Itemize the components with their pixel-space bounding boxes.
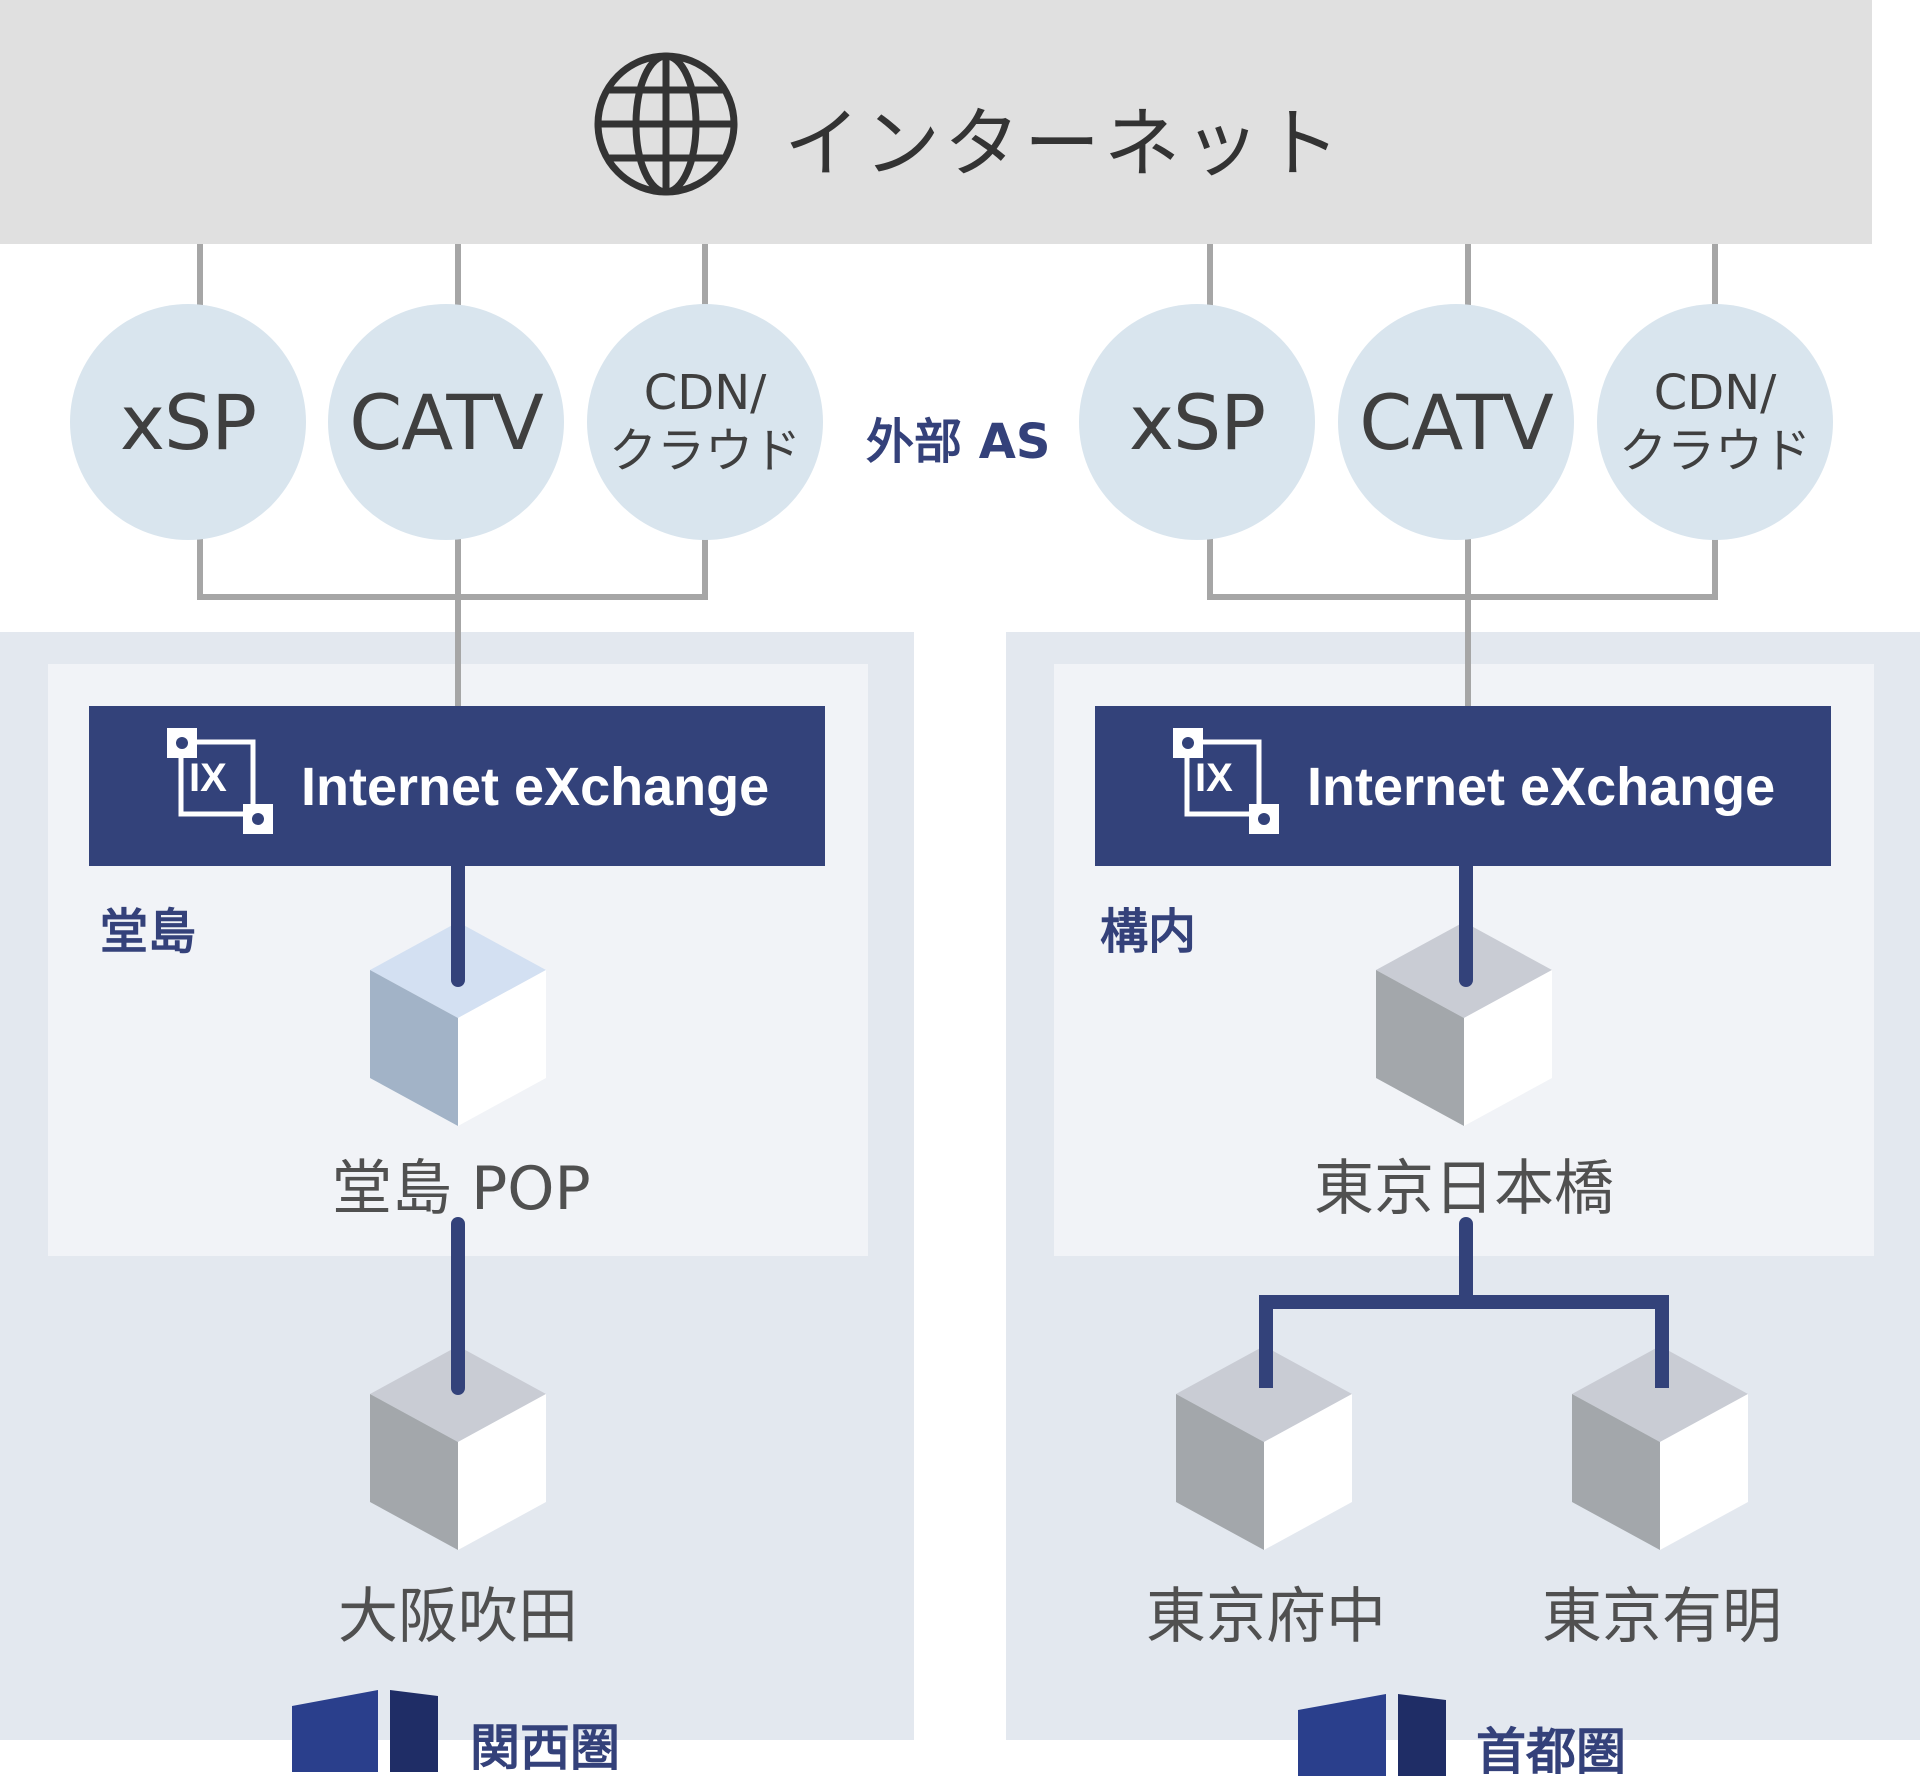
ix-bar-left: IX Internet eXchange [89, 706, 825, 866]
building-icon-shutoken [1298, 1694, 1446, 1776]
circle-label-cdn: CDN/ クラウド [587, 304, 823, 540]
circle-label-cdn: CDN/ クラウド [1597, 304, 1833, 540]
pop-label-dojima: 堂島 POP [332, 1154, 591, 1224]
pop-label-tokyo-nihonbashi: 東京日本橋 [1314, 1154, 1614, 1224]
ix-label: Internet eXchange [1307, 757, 1776, 817]
building-icon-kansai [292, 1690, 438, 1772]
circle-xsp-left: xSP [70, 304, 306, 540]
circle-label-cdn-line1: CDN/ [643, 365, 767, 421]
circle-catv-left: CATV [328, 304, 564, 540]
region-label-shutoken: 首都圏 [1476, 1723, 1626, 1781]
circle-cdn-right: CDN/ クラウド [1597, 304, 1833, 540]
external-as-label: 外部 AS [866, 414, 1051, 470]
ix-label: Internet eXchange [301, 757, 770, 817]
site-label-konai: 構内 [1100, 904, 1197, 960]
node-label-tokyo-ariake: 東京有明 [1542, 1582, 1782, 1652]
ix-logo-icon [167, 728, 273, 834]
ix-logo-text: IX [1195, 756, 1233, 800]
cube-tokyo-fuchu [1176, 1346, 1352, 1550]
ix-bar-right: IX Internet eXchange [1095, 706, 1831, 866]
circle-catv-right: CATV [1338, 304, 1574, 540]
site-label-dojima: 堂島 [100, 904, 197, 960]
cube-tokyo-ariake [1572, 1346, 1748, 1550]
circle-label-xsp: xSP [1128, 377, 1266, 467]
internet-band [0, 0, 1872, 244]
node-label-osaka-suita: 大阪吹田 [338, 1582, 578, 1652]
circle-label-cdn-line1: CDN/ [1653, 365, 1777, 421]
circle-label-cdn-line2: クラウド [608, 423, 801, 479]
ix-logo-text: IX [189, 756, 227, 800]
node-label-tokyo-fuchu: 東京府中 [1146, 1582, 1386, 1652]
region-label-kansai: 関西圏 [470, 1719, 620, 1777]
internet-label: インターネット [784, 99, 1344, 188]
globe-icon [594, 52, 738, 196]
circle-label-cdn-line2: クラウド [1618, 423, 1811, 479]
circle-label-xsp: xSP [119, 377, 257, 467]
circle-label-catv: CATV [1359, 377, 1554, 467]
circle-cdn-left: CDN/ クラウド [587, 304, 823, 540]
ix-logo-icon [1173, 728, 1279, 834]
circle-xsp-right: xSP [1079, 304, 1315, 540]
circle-label-catv: CATV [349, 377, 544, 467]
